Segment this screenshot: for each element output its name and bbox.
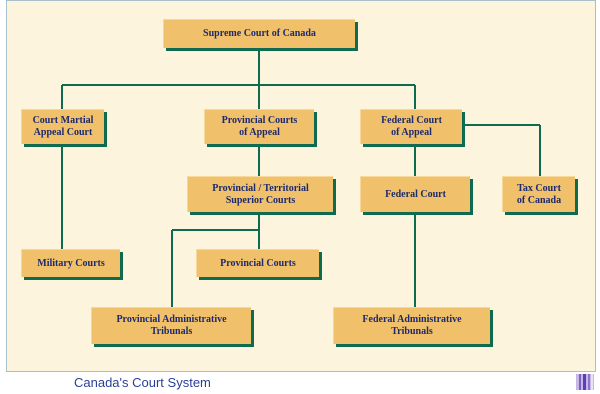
provincial-appeal-label: Provincial Courts of Appeal — [221, 115, 298, 138]
federal-court-label: Federal Court — [385, 188, 446, 200]
court-martial-appeal-label: Court Martial Appeal Court — [32, 115, 94, 138]
military-courts-label: Military Courts — [37, 257, 105, 269]
tax-court-label: Tax Court of Canada — [516, 182, 562, 206]
federal-appeal-box: Federal Court of Appeal — [360, 109, 462, 144]
court-martial-appeal-box: Court Martial Appeal Court — [21, 109, 104, 144]
provincial-courts-label: Provincial Courts — [220, 257, 296, 269]
decorative-stripes-icon — [576, 374, 594, 390]
military-courts-box: Military Courts — [21, 249, 120, 277]
provincial-superior-box: Provincial / Territorial Superior Courts — [187, 176, 333, 212]
federal-admin-tribunals-label: Federal Administrative Tribunals — [362, 314, 462, 337]
supreme-court-box: Supreme Court of Canada — [163, 19, 355, 48]
provincial-admin-tribunals-label: Provincial Administrative Tribunals — [116, 314, 227, 337]
provincial-appeal-box: Provincial Courts of Appeal — [204, 109, 314, 144]
federal-court-box: Federal Court — [360, 176, 470, 212]
tax-court-box: Tax Court of Canada — [502, 176, 575, 212]
federal-admin-tribunals-box: Federal Administrative Tribunals — [333, 307, 490, 344]
provincial-courts-box: Provincial Courts — [196, 249, 319, 277]
supreme-court-label: Supreme Court of Canada — [203, 28, 316, 39]
federal-appeal-label: Federal Court of Appeal — [381, 115, 442, 138]
diagram-caption: Canada's Court System — [74, 375, 211, 390]
provincial-admin-tribunals-box: Provincial Administrative Tribunals — [91, 307, 251, 344]
provincial-superior-label: Provincial / Territorial Superior Courts — [212, 182, 309, 206]
